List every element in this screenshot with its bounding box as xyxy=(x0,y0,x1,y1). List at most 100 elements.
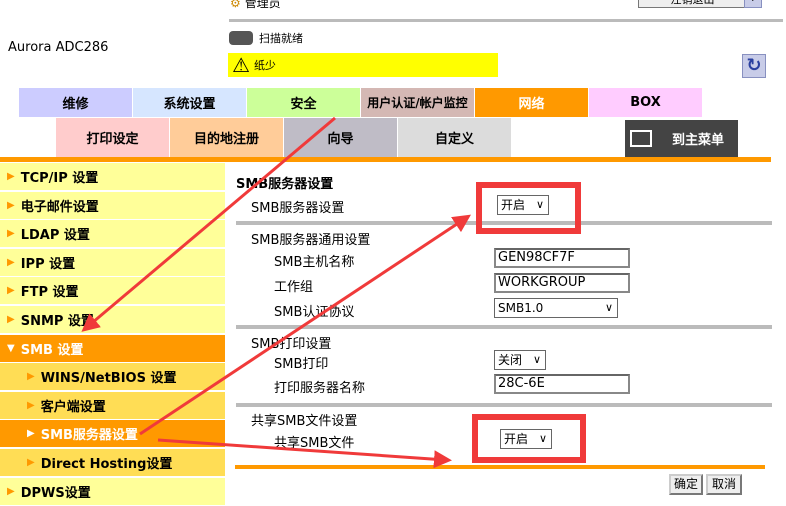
tab-main[interactable]: BOX xyxy=(589,88,703,117)
triangle-right-icon: ▶ xyxy=(7,314,15,325)
annotation-arrow xyxy=(157,438,452,469)
hostname-label: SMB主机名称 xyxy=(274,255,355,270)
auth-value: SMB1.0 xyxy=(498,301,544,315)
scan-status: 扫描就绪 xyxy=(229,30,303,46)
sidebar-item[interactable]: ▶ WINS/NetBIOS 设置 xyxy=(0,363,225,392)
annotation-arrow xyxy=(81,116,336,332)
triangle-right-icon: ▶ xyxy=(7,199,15,211)
workgroup-label: 工作组 xyxy=(274,280,314,295)
tab-sub[interactable]: 自定义 xyxy=(398,118,512,157)
cancel-button[interactable]: 取消 xyxy=(706,474,742,495)
auth-select[interactable]: SMB1.0 ∨ xyxy=(494,298,618,318)
sidebar-item-label: TCP/IP 设置 xyxy=(20,171,99,186)
sidebar-item-label: DPWS设置 xyxy=(20,485,91,501)
sidebar-item-label: IPP 设置 xyxy=(20,256,76,272)
tab-sub[interactable]: 向导 xyxy=(284,118,398,157)
sidebar-item-label: 电子邮件设置 xyxy=(20,199,99,215)
sidebar-item[interactable]: ▶ TCP/IP 设置 xyxy=(0,163,225,191)
warning-text: 纸少 xyxy=(253,59,276,72)
hostname-input[interactable]: GEN98CF7F xyxy=(494,248,630,268)
tab-label: 维修 xyxy=(62,97,89,112)
triangle-right-icon: ▶ xyxy=(27,371,35,383)
chevron-down-icon: ∨ xyxy=(532,353,541,366)
header-divider xyxy=(229,19,783,22)
print-label: SMB打印 xyxy=(274,357,329,372)
triangle-right-icon: ▶ xyxy=(7,171,15,182)
workgroup-input[interactable]: WORKGROUP xyxy=(494,273,630,293)
sidebar-item-label: 客户端设置 xyxy=(40,399,106,415)
tab-label: 安全 xyxy=(290,97,317,112)
tab-main[interactable]: 维修 xyxy=(19,88,133,117)
highlight-box xyxy=(472,414,586,463)
warning-icon: ⚠ xyxy=(232,53,250,77)
tab-main[interactable]: 安全 xyxy=(247,88,361,117)
tab-label: 自定义 xyxy=(434,132,474,147)
share-select[interactable]: 开启 ∨ xyxy=(500,429,552,449)
sidebar-item-label: Direct Hosting设置 xyxy=(40,457,173,472)
triangle-right-icon: ▶ xyxy=(27,428,35,440)
tab-label: 目的地注册 xyxy=(193,132,259,147)
share-value: 开启 xyxy=(504,432,529,446)
triangle-down-icon: ▼ xyxy=(7,342,15,354)
orange-divider xyxy=(235,465,765,469)
section-divider xyxy=(236,403,772,407)
orange-divider xyxy=(0,157,771,162)
tab-sub[interactable]: 目的地注册 xyxy=(170,118,284,157)
print-server-input[interactable]: 28C-6E xyxy=(494,374,630,394)
sidebar-item[interactable]: ▶ 客户端设置 xyxy=(0,391,225,420)
scan-status-text: 扫描就绪 xyxy=(259,32,303,45)
share-label: 共享SMB文件 xyxy=(274,436,355,451)
tab-main[interactable]: 网络 xyxy=(475,88,589,117)
menu-icon xyxy=(630,130,652,147)
sidebar-item[interactable]: ▶ Direct Hosting设置 xyxy=(0,449,225,477)
admin-icon: ⚙ xyxy=(230,0,241,10)
tab-label: 打印设定 xyxy=(86,132,139,147)
annotation-arrow xyxy=(139,214,472,436)
device-model: Aurora ADC286 xyxy=(8,40,109,55)
sidebar-item[interactable]: ▶ SMB服务器设置 xyxy=(0,420,225,449)
user-label: 管理员 xyxy=(244,0,281,10)
chevron-down-icon: ∨ xyxy=(535,198,544,211)
admin-user: ⚙ 管理员 xyxy=(230,0,281,11)
triangle-right-icon: ▶ xyxy=(7,228,15,240)
chevron-down-icon: ∨ xyxy=(604,301,613,314)
print-select[interactable]: 关闭 ∨ xyxy=(494,350,546,370)
ok-button[interactable]: 确定 xyxy=(669,474,703,495)
tab-main[interactable]: 系统设置 xyxy=(133,88,247,117)
sidebar-item-label: WINS/NetBIOS 设置 xyxy=(40,371,177,387)
triangle-right-icon: ▶ xyxy=(7,256,15,268)
sidebar-item-label: SMB 设置 xyxy=(20,342,84,358)
section-divider xyxy=(236,325,772,329)
sidebar-item[interactable]: ▶ 电子邮件设置 xyxy=(0,191,225,220)
tab-sub[interactable]: 打印设定 xyxy=(56,118,170,157)
tab-label: 用户认证/帐户监控 xyxy=(367,96,468,110)
warning-status: ⚠ 纸少 xyxy=(228,53,498,77)
section-divider xyxy=(236,221,772,225)
server-setting-select[interactable]: 开启 ∨ xyxy=(497,195,549,215)
chevron-down-icon: ∨ xyxy=(538,432,547,445)
print-server-label: 打印服务器名称 xyxy=(274,381,366,396)
general-section-label: SMB服务器通用设置 xyxy=(251,233,371,248)
tab-label: BOX xyxy=(630,95,661,110)
sidebar-item-label: SNMP 设置 xyxy=(20,314,94,329)
sidebar-item[interactable]: ▼ SMB 设置 xyxy=(0,334,225,363)
tab-main[interactable]: 用户认证/帐户监控 xyxy=(361,88,475,117)
triangle-right-icon: ▶ xyxy=(27,457,35,468)
main-menu-button[interactable]: 到主菜单 xyxy=(625,120,738,157)
refresh-icon[interactable]: ↻ xyxy=(742,54,766,78)
sidebar-item[interactable]: ▶FTP 设置 xyxy=(0,277,225,306)
sidebar-item-label: LDAP 设置 xyxy=(20,228,90,244)
highlight-box xyxy=(476,182,581,234)
tab-label: 向导 xyxy=(327,132,354,147)
print-value: 关闭 xyxy=(498,353,523,367)
triangle-right-icon: ▶ xyxy=(7,485,15,497)
main-menu-label: 到主菜单 xyxy=(672,133,725,148)
sidebar-item-label: SMB服务器设置 xyxy=(40,428,138,444)
sidebar-item[interactable]: ▶ SNMP 设置 xyxy=(0,306,225,334)
help-icon[interactable]: ? xyxy=(744,0,762,8)
tab-label: 系统设置 xyxy=(163,97,216,112)
server-setting-value: 开启 xyxy=(501,198,526,212)
sidebar-item[interactable]: ▶ IPP 设置 xyxy=(0,248,225,277)
triangle-right-icon: ▶ xyxy=(27,399,35,411)
